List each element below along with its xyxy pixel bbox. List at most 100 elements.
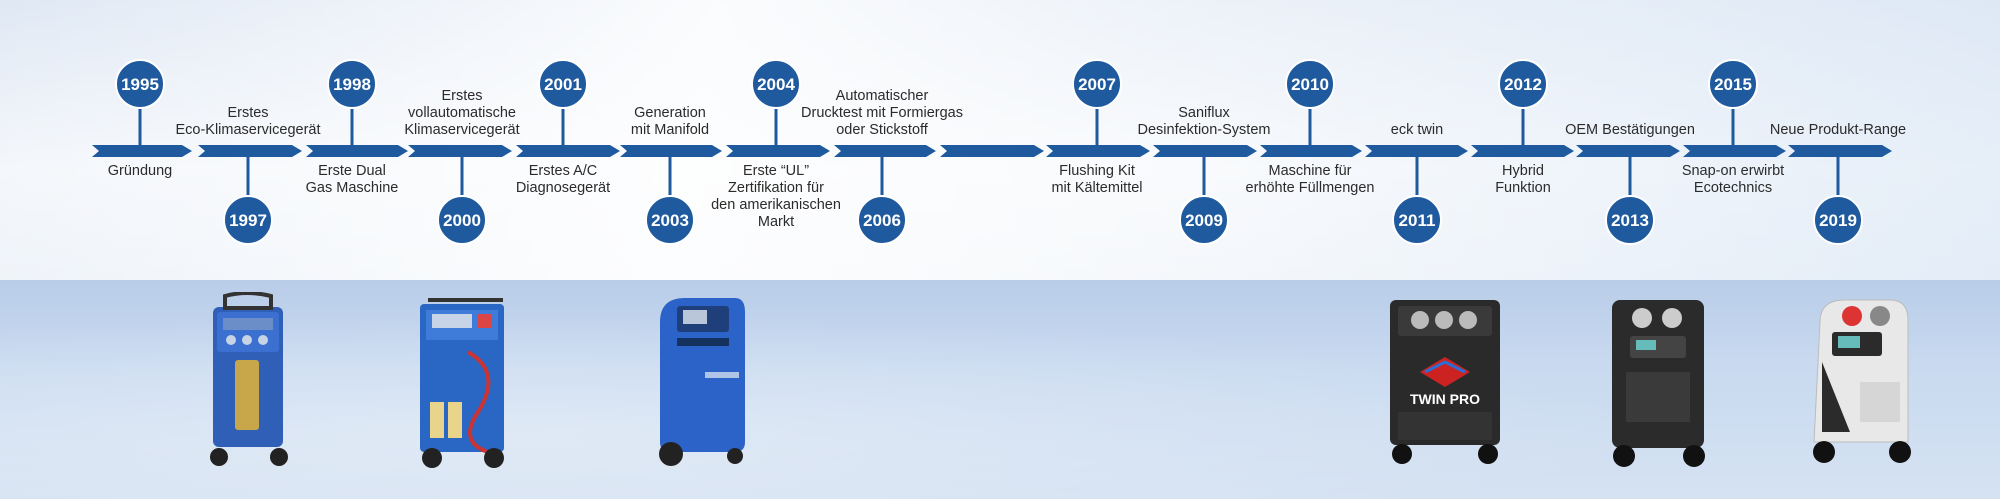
milestone-description: Gründung: [108, 163, 173, 180]
machine-twin-pro: TWIN PRO: [1390, 300, 1500, 464]
timeline-arrow-segment: [726, 145, 830, 157]
year-bubble: [538, 59, 588, 109]
year-bubble: [1179, 195, 1229, 245]
timeline-arrow-segment: [1788, 145, 1892, 157]
year-label: 2001: [544, 75, 582, 94]
year-label: 2003: [651, 211, 689, 230]
milestone-description-line: vollautomatische: [408, 105, 516, 121]
milestone-description-line: Automatischer: [835, 88, 929, 104]
timeline-diagram: 1995 1997 1998 2000 2001 2003 2004 2006 2007 2009…: [92, 59, 1892, 245]
year-label: 2012: [1504, 75, 1542, 94]
year-bubble: [1392, 195, 1442, 245]
machine-blue-early: [210, 292, 288, 466]
year-bubble: [1285, 59, 1335, 109]
machine-blue-modern: [659, 298, 745, 466]
milestone-description-line: Klimaservicegerät: [404, 122, 520, 138]
milestone-description-line: Funktion: [1495, 180, 1551, 196]
year-bubble: [437, 195, 487, 245]
year-label: 2010: [1291, 75, 1329, 94]
machine-white-modern: [1813, 299, 1911, 463]
milestone-description: Neue Produkt-Range: [1770, 122, 1906, 139]
milestone-description: eck twin: [1391, 122, 1443, 139]
milestone-description-line: Zertifikation für: [728, 180, 824, 196]
year-bubble: [1498, 59, 1548, 109]
year-bubble: [1072, 59, 1122, 109]
milestone-description-line: oder Stickstoff: [836, 122, 928, 138]
timeline-arrow-segment: [940, 145, 1044, 157]
milestone-description-line: Flushing Kit: [1059, 163, 1135, 179]
year-label: 2004: [757, 75, 795, 94]
year-bubble: [1605, 195, 1655, 245]
milestone-description-line: Drucktest mit Formiergas: [801, 105, 963, 121]
timeline-arrow-segment: [516, 145, 620, 157]
year-bubble: [1708, 59, 1758, 109]
milestone-description-line: Gas Maschine: [305, 180, 399, 196]
milestone-description-line: Snap-on erwirbt: [1681, 163, 1785, 179]
milestone-description-line: Erstes: [227, 105, 269, 121]
year-bubble: [751, 59, 801, 109]
milestone-description-line: den amerikanischen: [711, 197, 841, 213]
milestone-description-line: Ecotechnics: [1693, 180, 1773, 196]
milestone-description-line: Saniflux: [1178, 105, 1230, 121]
twin-pro-logo-text: TWIN PRO: [1410, 391, 1480, 407]
milestone-description-line: Eco-Klimaservicegerät: [175, 122, 321, 138]
milestone-description-line: mit Kältemittel: [1051, 180, 1143, 196]
timeline-arrow-track: [92, 145, 1892, 157]
timeline-arrow-segment: [92, 145, 192, 157]
year-label: 2015: [1714, 75, 1752, 94]
milestone-description-line: Erstes: [441, 88, 483, 104]
milestone-description-line: eck twin: [1390, 122, 1444, 138]
milestone-description-line: Erste Dual: [318, 163, 386, 179]
milestone-description-line: Diagnosegerät: [515, 180, 611, 196]
year-label: 2009: [1185, 211, 1223, 230]
year-label: 2000: [443, 211, 481, 230]
milestone-description-line: mit Manifold: [630, 122, 710, 138]
year-bubble: [645, 195, 695, 245]
year-bubble: [1813, 195, 1863, 245]
timeline-arrow-segment: [408, 145, 512, 157]
year-label: 1998: [333, 75, 371, 94]
machine-black-modern: [1612, 300, 1705, 467]
milestone-description-line: Erstes A/C: [528, 163, 598, 179]
year-label: 1995: [121, 75, 159, 94]
milestone-description-line: Generation: [634, 105, 706, 121]
year-label: 2006: [863, 211, 901, 230]
machine-blue-tall: [420, 298, 504, 468]
milestone-description-line: Neue Produkt-Range: [1769, 122, 1907, 138]
milestone-description-line: Gründung: [107, 163, 173, 179]
year-bubble: [327, 59, 377, 109]
timeline-arrow-segment: [1576, 145, 1680, 157]
year-bubble: [857, 195, 907, 245]
milestone-description-line: Hybrid: [1502, 163, 1544, 179]
year-bubble: [223, 195, 273, 245]
timeline-background: [0, 0, 2000, 280]
milestone-description-line: Maschine für: [1268, 163, 1352, 179]
milestone-description-line: Erste “UL”: [742, 163, 810, 179]
milestone-description-line: erhöhte Füllmengen: [1245, 180, 1375, 196]
year-label: 2007: [1078, 75, 1116, 94]
milestone-description-line: Markt: [757, 214, 795, 230]
timeline-arrow-segment: [198, 145, 302, 157]
milestone-description-line: OEM Bestätigungen: [1565, 122, 1695, 138]
timeline-arrow-segment: [306, 145, 408, 157]
year-label: 1997: [229, 211, 267, 230]
milestone-description: OEM Bestätigungen: [1565, 122, 1695, 139]
year-bubble: [115, 59, 165, 109]
timeline-arrow-segment: [834, 145, 936, 157]
milestone-description-line: Desinfektion-System: [1137, 122, 1271, 138]
year-label: 2019: [1819, 211, 1857, 230]
year-label: 2011: [1399, 211, 1436, 230]
year-label: 2013: [1611, 211, 1649, 230]
